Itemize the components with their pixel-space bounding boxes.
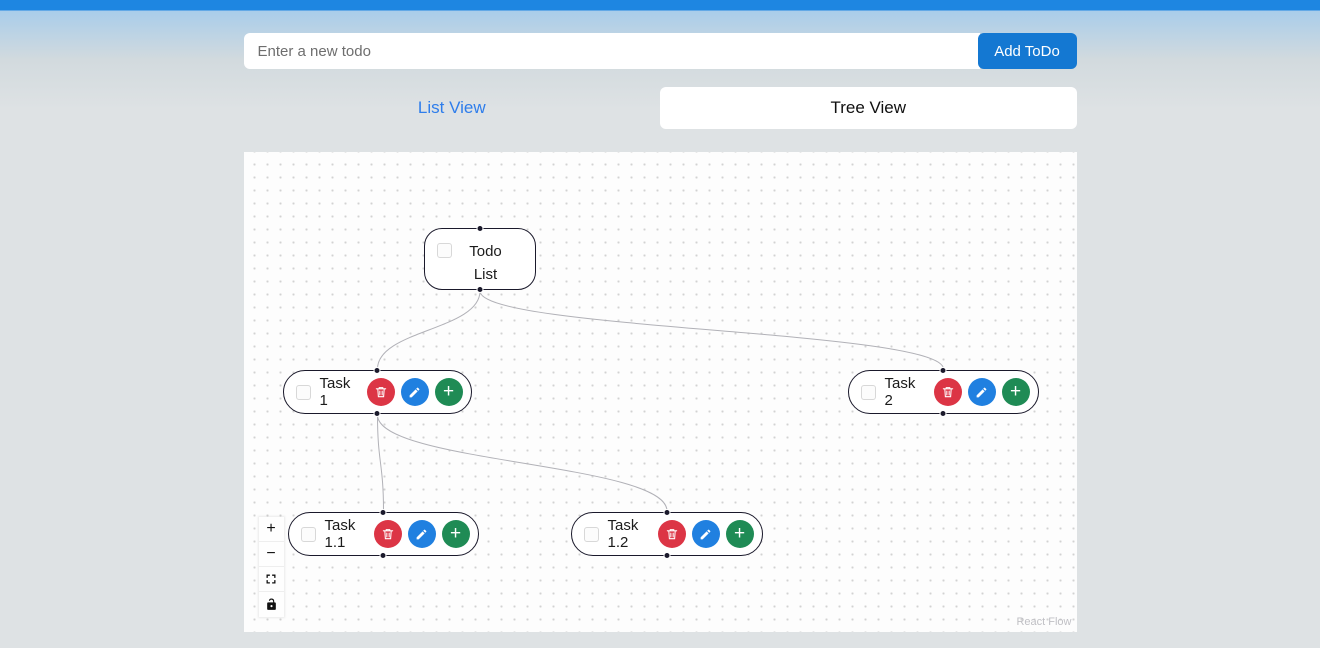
delete-node-button[interactable] bbox=[373, 520, 402, 548]
pencil-icon bbox=[976, 387, 987, 397]
tree-node[interactable]: Task 1.2 + bbox=[570, 509, 763, 559]
node-handle-bottom[interactable] bbox=[373, 410, 381, 417]
trash-icon bbox=[666, 529, 677, 540]
trash-icon bbox=[942, 387, 953, 398]
node-handle-bottom[interactable] bbox=[476, 286, 483, 293]
node-checkbox[interactable] bbox=[860, 384, 876, 400]
node-actions: + bbox=[933, 378, 1030, 406]
trash-icon bbox=[375, 387, 386, 398]
fit-view-icon bbox=[266, 574, 276, 584]
delete-node-button[interactable] bbox=[933, 378, 962, 406]
pencil-icon bbox=[416, 529, 427, 539]
view-tabs: List View Tree View bbox=[244, 87, 1077, 129]
flow-controls: + − bbox=[258, 517, 284, 617]
edit-node-button[interactable] bbox=[967, 378, 996, 406]
tree-node[interactable]: Todo List bbox=[423, 225, 536, 293]
node-label: Task 1 bbox=[319, 375, 351, 409]
pencil-icon bbox=[409, 387, 420, 397]
tree-node[interactable]: Task 1.1 + bbox=[287, 509, 479, 559]
node-handle-bottom[interactable] bbox=[939, 410, 947, 417]
edit-node-button[interactable] bbox=[691, 520, 720, 548]
main-column: Add ToDo List View Tree View Todo List T… bbox=[243, 0, 1077, 632]
fit-view-button[interactable] bbox=[258, 567, 284, 592]
node-handle-top[interactable] bbox=[476, 225, 483, 232]
zoom-in-button[interactable]: + bbox=[258, 517, 284, 542]
zoom-out-button[interactable]: − bbox=[258, 542, 284, 567]
add-child-button[interactable]: + bbox=[1001, 378, 1030, 406]
node-actions: + bbox=[366, 378, 463, 406]
toggle-interactivity-button[interactable] bbox=[258, 592, 284, 617]
edit-node-button[interactable] bbox=[400, 378, 429, 406]
react-flow-attribution: React Flow bbox=[1016, 616, 1072, 628]
node-label: Task 2 bbox=[884, 375, 916, 409]
flow-canvas[interactable]: Todo List Task 1 + Task 2 bbox=[243, 152, 1077, 632]
edit-node-button[interactable] bbox=[407, 520, 436, 548]
tab-list-view[interactable]: List View bbox=[417, 98, 486, 117]
node-checkbox[interactable] bbox=[295, 384, 311, 400]
node-checkbox[interactable] bbox=[583, 526, 599, 542]
unlock-icon bbox=[266, 598, 276, 610]
node-checkbox[interactable] bbox=[300, 526, 316, 542]
node-handle-top[interactable] bbox=[939, 367, 947, 374]
node-handle-top[interactable] bbox=[379, 509, 387, 516]
tree-node[interactable]: Task 2 + bbox=[847, 367, 1039, 417]
add-child-button[interactable]: + bbox=[441, 520, 470, 548]
add-child-button[interactable]: + bbox=[434, 378, 463, 406]
node-label: Task 1.2 bbox=[607, 517, 639, 551]
trash-icon bbox=[382, 529, 393, 540]
node-label: Task 1.1 bbox=[324, 517, 356, 551]
add-child-button[interactable]: + bbox=[725, 520, 754, 548]
tree-node[interactable]: Task 1 + bbox=[282, 367, 472, 417]
pencil-icon bbox=[700, 529, 711, 539]
node-handle-top[interactable] bbox=[373, 367, 381, 374]
node-label: Todo List bbox=[469, 243, 502, 283]
node-actions: + bbox=[657, 520, 754, 548]
add-todo-button[interactable]: Add ToDo bbox=[977, 33, 1077, 69]
new-todo-input[interactable] bbox=[243, 33, 980, 69]
node-handle-top[interactable] bbox=[663, 509, 670, 516]
node-actions: + bbox=[373, 520, 470, 548]
tab-tree-view[interactable]: Tree View bbox=[660, 87, 1077, 129]
delete-node-button[interactable] bbox=[366, 378, 395, 406]
delete-node-button[interactable] bbox=[657, 520, 686, 548]
node-handle-bottom[interactable] bbox=[379, 552, 387, 559]
node-handle-bottom[interactable] bbox=[663, 552, 670, 559]
node-checkbox[interactable] bbox=[436, 243, 452, 258]
todo-input-row: Add ToDo bbox=[243, 33, 1077, 69]
